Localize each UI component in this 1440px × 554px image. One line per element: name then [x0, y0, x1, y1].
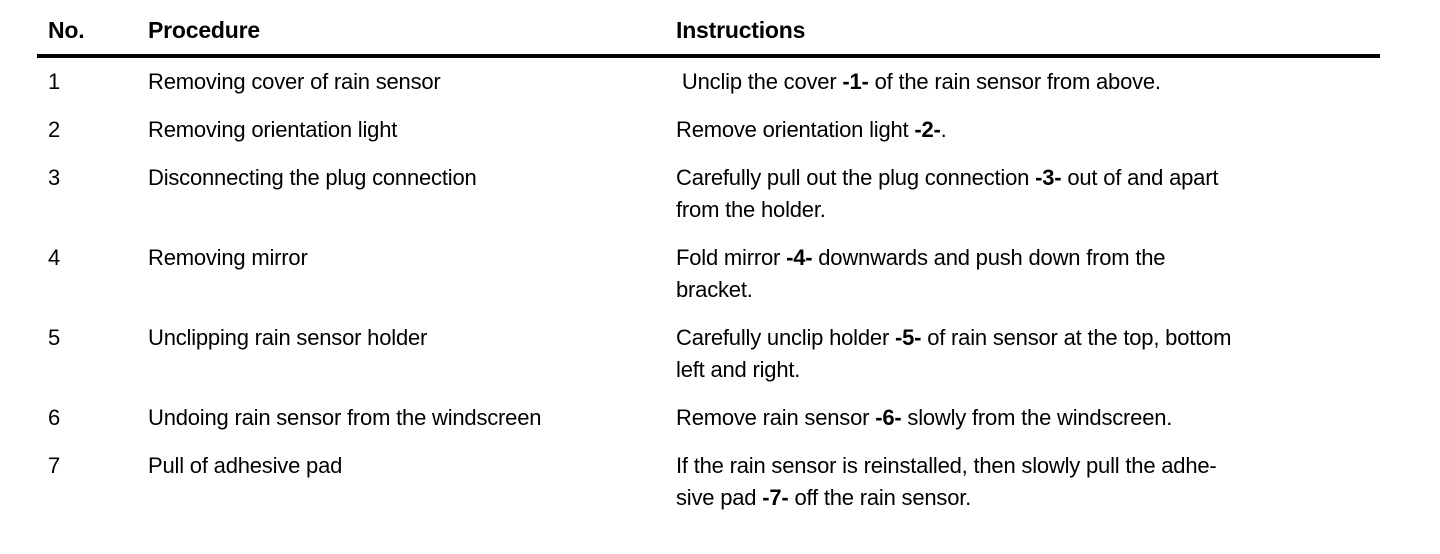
table-row: 7 Pull of adhesive pad If the rain senso… [37, 442, 1380, 522]
instruction-text: Carefully pull out the plug connection [676, 165, 1036, 190]
table-header-row: No. Procedure Instructions [37, 14, 1380, 58]
header-procedure: Procedure [148, 14, 676, 58]
callout-number: -7- [762, 485, 789, 510]
header-no: No. [37, 14, 148, 58]
callout-number: -2- [914, 117, 941, 142]
row-instruction: If the rain sensor is reinstalled, then … [676, 442, 1380, 522]
callout-number: -5- [894, 325, 922, 350]
instruction-text: slowly from the windscreen. [901, 405, 1173, 430]
table-row: 3 Disconnecting the plug connection Care… [37, 154, 1380, 234]
row-instruction: Unclip the cover -1- of the rain sensor … [676, 56, 1380, 106]
header-instructions: Instructions [676, 14, 1380, 58]
instruction-text: of the rain sensor from above. [868, 69, 1161, 94]
table-row: 5 Unclipping rain sensor holder Carefull… [37, 314, 1380, 394]
callout-number: -4- [786, 245, 813, 270]
row-number: 2 [48, 117, 61, 142]
table-row: 1 Removing cover of rain sensor Unclip t… [37, 56, 1380, 106]
procedure-table: No. Procedure Instructions 1 Removing co… [37, 14, 1380, 522]
callout-number: -6- [875, 405, 902, 430]
row-procedure: Disconnecting the plug connection [148, 165, 477, 190]
instruction-text: Fold mirror [676, 245, 787, 270]
row-instruction: Fold mirror -4- downwards and push down … [676, 234, 1380, 314]
instruction-text: Remove orientation light [676, 117, 915, 142]
table-row: 2 Removing orientation light Remove orie… [37, 106, 1380, 154]
callout-number: -3- [1035, 165, 1062, 190]
row-number: 7 [48, 453, 61, 478]
row-procedure: Removing orientation light [148, 117, 398, 142]
row-number: 5 [48, 325, 61, 350]
row-number: 6 [48, 405, 61, 430]
instruction-text: Unclip the cover [676, 69, 843, 94]
table-row: 6 Undoing rain sensor from the windscree… [37, 394, 1380, 442]
instruction-text: . [940, 117, 947, 142]
callout-number: -1- [842, 69, 869, 94]
manual-page: No. Procedure Instructions 1 Removing co… [37, 14, 1380, 522]
row-number: 4 [48, 245, 61, 270]
instruction-text: downwards and push down from the bracket… [676, 245, 1166, 302]
instruction-text: of rain sensor at the top, bottom left a… [676, 325, 1232, 382]
row-number: 1 [48, 69, 61, 94]
instruction-text: Carefully unclip holder [676, 325, 895, 350]
row-number: 3 [48, 165, 61, 190]
row-procedure: Unclipping rain sensor holder [148, 325, 428, 350]
row-instruction: Carefully pull out the plug connection -… [676, 154, 1380, 234]
row-instruction: Remove rain sensor -6- slowly from the w… [676, 394, 1380, 442]
table-row: 4 Removing mirror Fold mirror -4- downwa… [37, 234, 1380, 314]
instruction-text: If the rain sensor is reinstalled, then … [676, 453, 1217, 510]
instruction-text: out of and apart from the holder. [676, 165, 1219, 222]
row-procedure: Pull of adhesive pad [148, 453, 343, 478]
row-procedure: Removing mirror [148, 245, 308, 270]
instruction-text: Remove rain sensor [676, 405, 876, 430]
row-procedure: Undoing rain sensor from the windscreen [148, 405, 542, 430]
instruction-text: off the rain sensor. [788, 485, 972, 510]
row-procedure: Removing cover of rain sensor [148, 69, 441, 94]
row-instruction: Remove orientation light -2-. [676, 106, 1380, 154]
row-instruction: Carefully unclip holder -5- of rain sens… [676, 314, 1380, 394]
